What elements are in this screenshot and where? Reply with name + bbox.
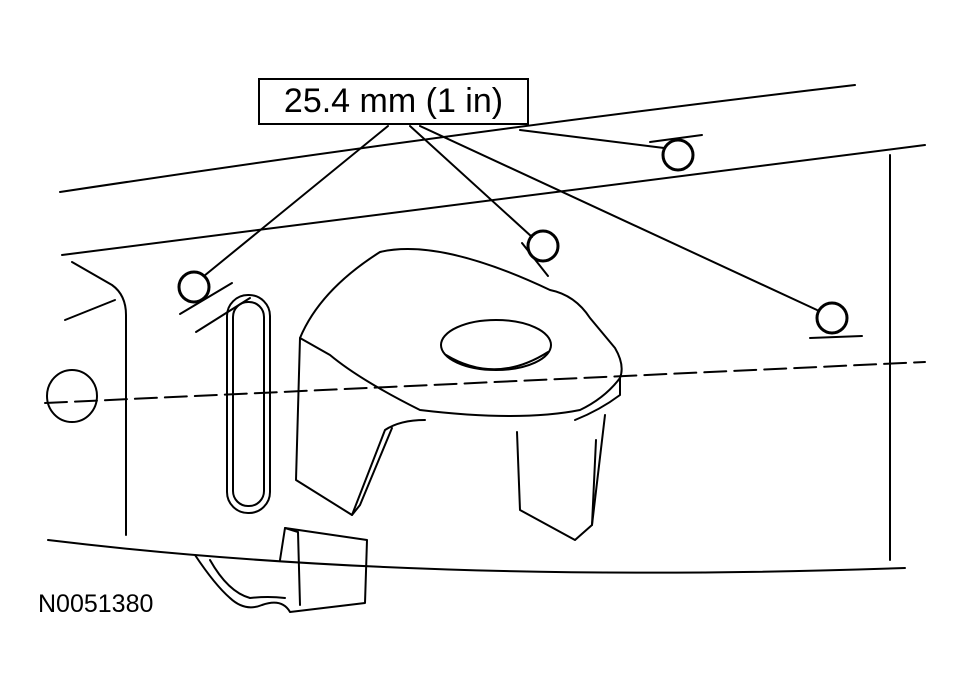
rail-left-flange-inner (65, 300, 115, 320)
leader-line-3 (520, 130, 664, 148)
bracket (296, 249, 622, 540)
clip-tab (285, 528, 300, 605)
clip-outline (195, 528, 367, 612)
bracket-top-face (300, 249, 622, 416)
bracket-left-wall (296, 338, 425, 515)
callout-2-circle (528, 231, 558, 261)
bracket-left-wall-edge (352, 428, 392, 515)
callout-2-tick (522, 243, 548, 276)
callout-1 (179, 272, 250, 332)
callout-3 (650, 135, 702, 170)
slot-outer (226, 294, 271, 514)
bracket-hole-inner (446, 352, 548, 369)
callout-1-circle (179, 272, 209, 302)
bottom-clip (195, 528, 367, 612)
callout-1-tick-b (196, 298, 250, 332)
callout-4-circle (817, 303, 847, 333)
bracket-right-leg-edge (592, 440, 596, 525)
callout-4-tick (810, 336, 862, 338)
rail-top-edge (60, 85, 855, 192)
rail-upper-edge (62, 145, 925, 255)
slot-inner (232, 301, 265, 507)
callout-1-tick-a (180, 283, 232, 314)
bracket-hole (441, 320, 551, 370)
frame-rail (47, 85, 925, 573)
callout-4 (810, 303, 862, 338)
clip-inner (210, 560, 285, 598)
leader-line-4 (420, 126, 817, 310)
leader-line-1 (204, 126, 388, 276)
dimension-label: 25.4 mm (1 in) (258, 78, 529, 125)
callout-3-tick (650, 135, 702, 142)
slot (226, 294, 271, 514)
leader-line-2 (410, 126, 532, 237)
rail-bottom-edge (48, 540, 905, 573)
bracket-front-edge (575, 378, 620, 420)
bracket-right-leg (517, 415, 605, 540)
centerline (45, 362, 925, 403)
callout-2 (522, 231, 558, 276)
callout-3-circle (663, 140, 693, 170)
rail-left-flange (72, 262, 126, 535)
reference-code: N0051380 (38, 590, 154, 618)
leader-lines (204, 126, 817, 310)
rail-mount-hole (47, 370, 97, 422)
